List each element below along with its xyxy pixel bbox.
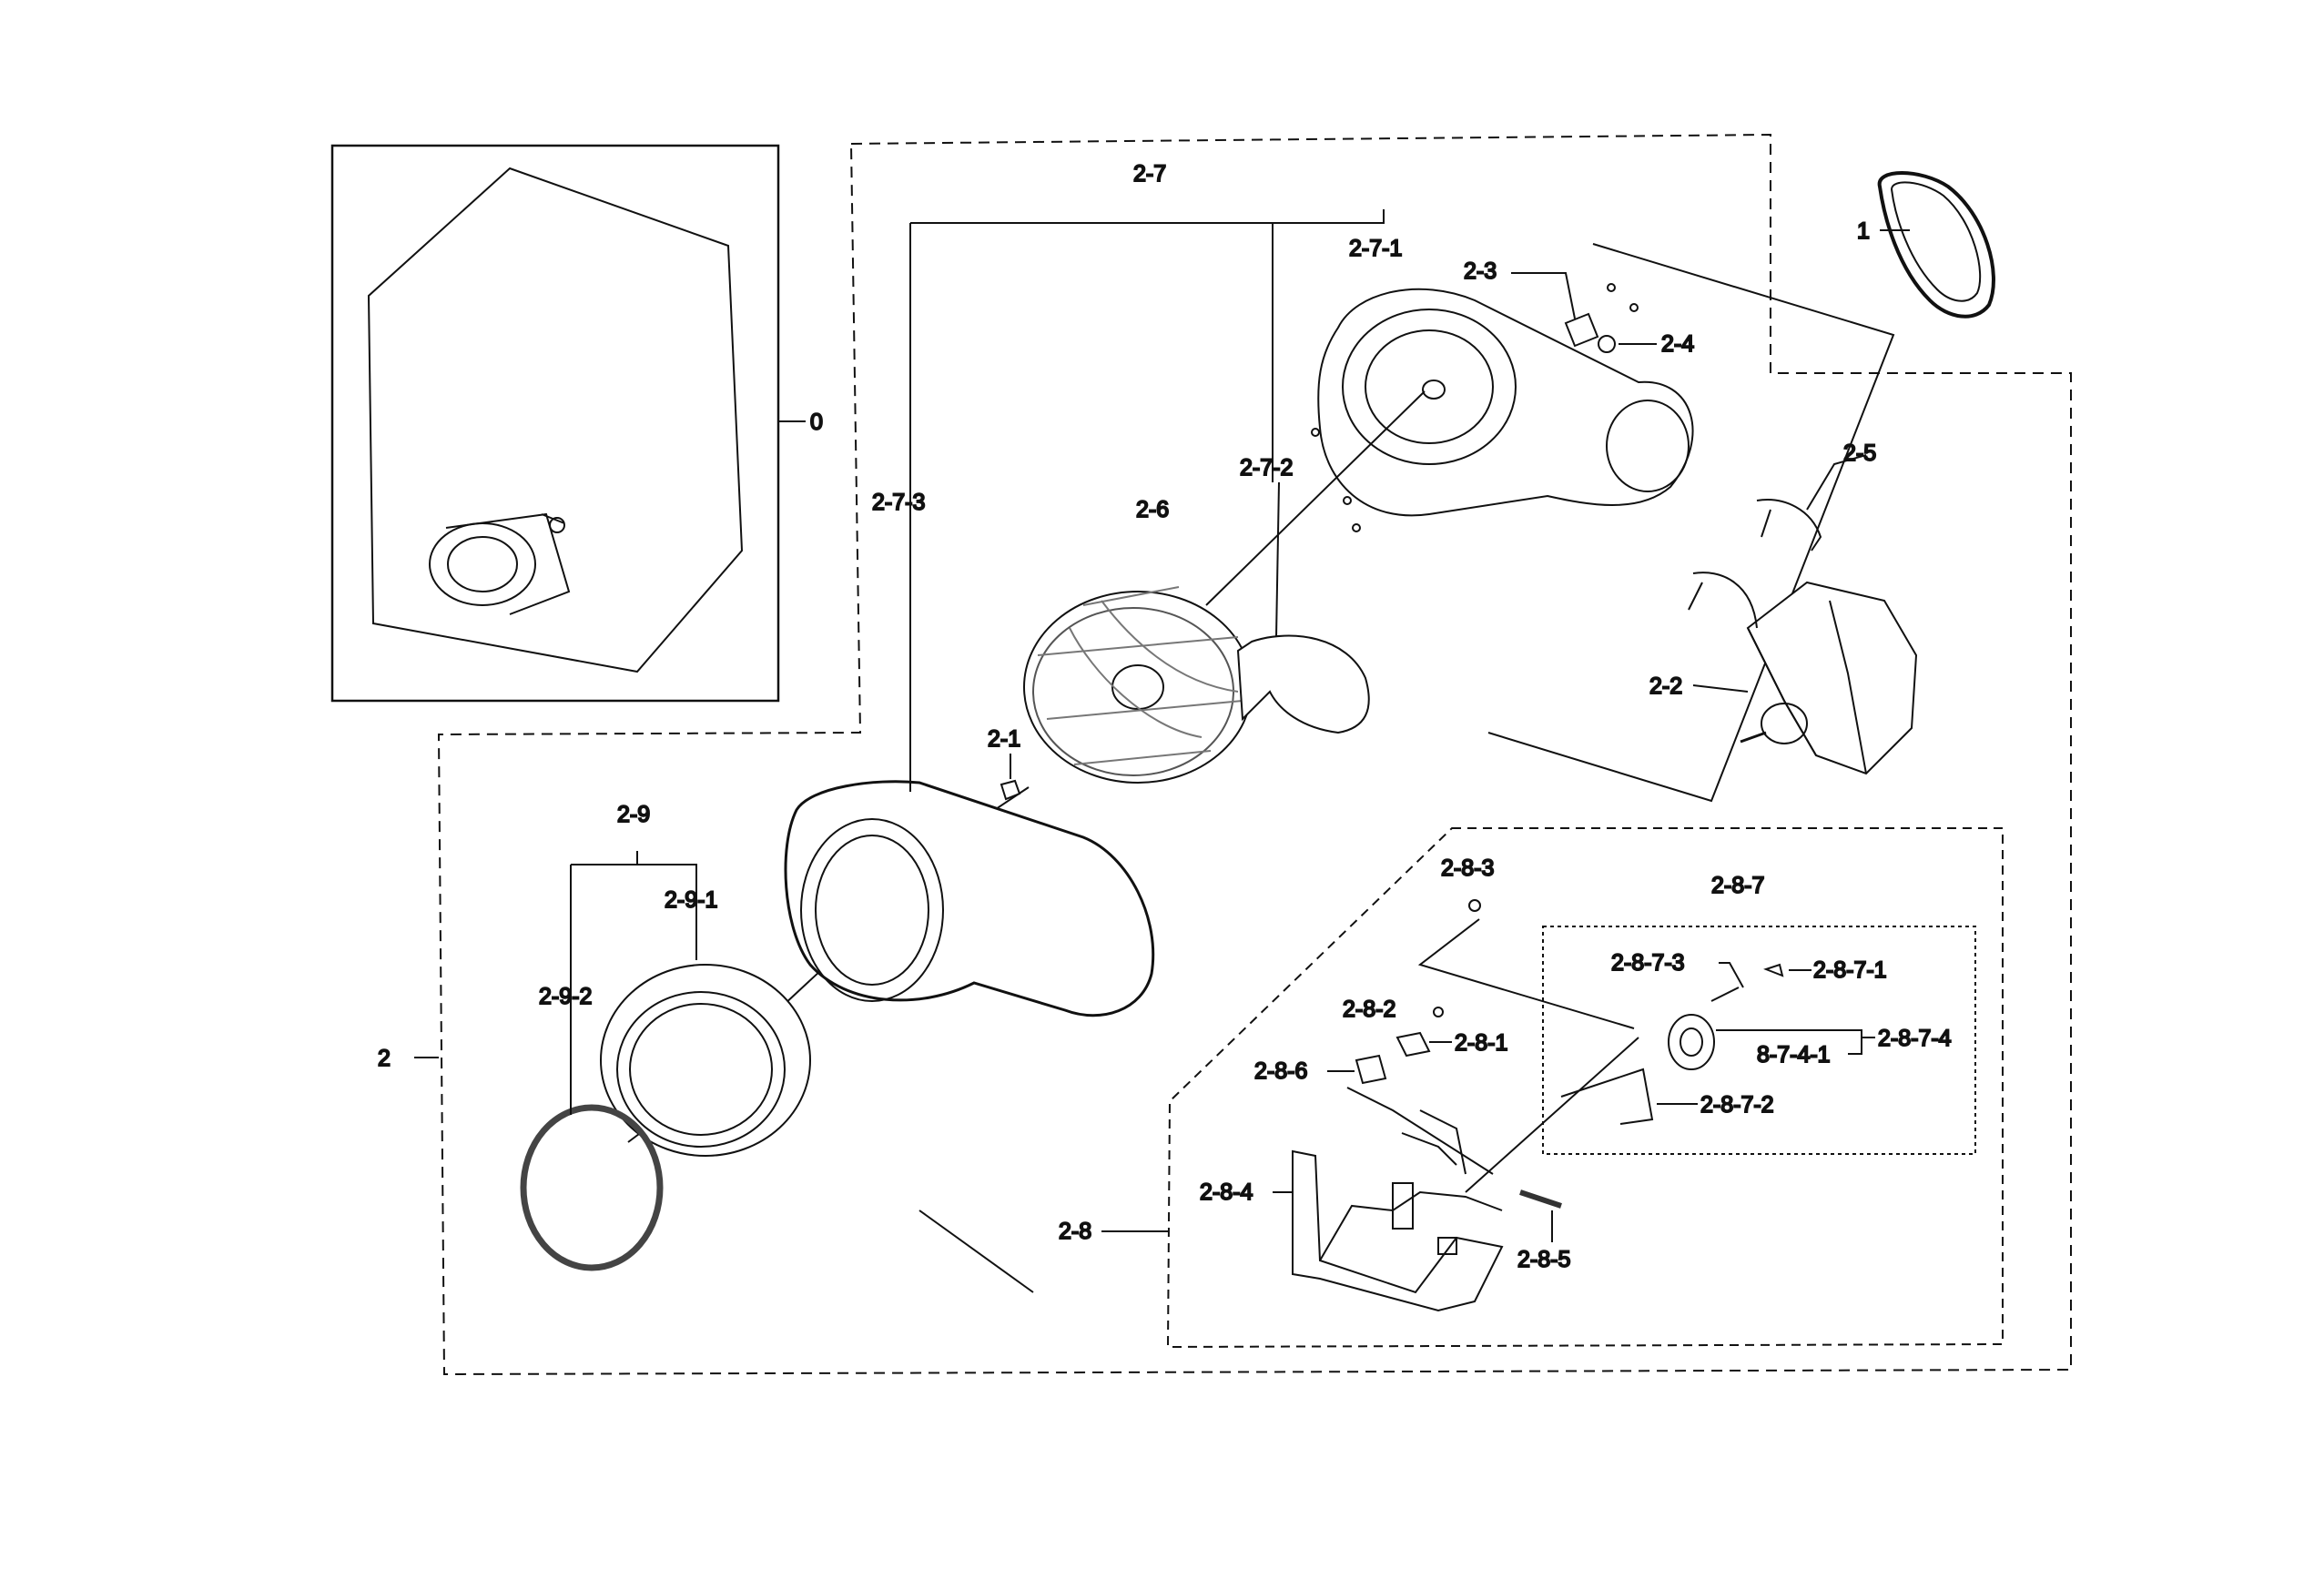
group-2-8-7-boundary: [1542, 926, 1976, 1155]
duct-part: [1236, 634, 1370, 734]
label-2-3: 2-3: [1464, 258, 1497, 284]
clip-part: [1688, 499, 1822, 629]
leader-2-8-7-3: [1719, 962, 1744, 988]
motor-part: [1740, 581, 1918, 775]
bracket-2-7: [909, 209, 1385, 792]
motor-shelf: [1487, 243, 1895, 803]
label-0: 0: [810, 410, 823, 435]
label-2-7-2: 2-7-2: [1240, 455, 1293, 481]
blower-housing-rear: [1317, 288, 1694, 517]
label-2-8-7-4: 2-8-7-4: [1878, 1026, 1952, 1051]
label-2-8-7-3: 2-8-7-3: [1611, 950, 1685, 976]
label-2-6: 2-6: [1136, 497, 1169, 522]
label-2-1: 2-1: [988, 726, 1020, 752]
assembly-line-h: [1465, 1037, 1639, 1193]
label-8-7-4-1: 8-7-4-1: [1757, 1042, 1831, 1068]
leader-2-8-7-4: [1716, 1029, 1875, 1055]
assembly-line-a: [1205, 390, 1426, 606]
nut-part: [1000, 779, 1021, 801]
gasket-part: [520, 1104, 664, 1271]
label-2-8-5: 2-8-5: [1517, 1247, 1570, 1272]
label-1: 1: [1857, 218, 1870, 244]
leader-2-3: [1511, 272, 1576, 319]
spring-part: [1519, 1189, 1562, 1209]
switch-parts: [1355, 899, 1481, 1085]
label-2-8-7-2: 2-8-7-2: [1700, 1092, 1774, 1118]
belt-part: [1877, 171, 1995, 319]
assembly-line-e: [918, 1210, 1034, 1293]
impeller-part: [1023, 586, 1253, 784]
leader-2-5: [1806, 454, 1867, 511]
bracket-2-9: [570, 864, 697, 1115]
leader-2-2: [1692, 684, 1749, 693]
label-2-8-3: 2-8-3: [1441, 855, 1494, 881]
label-2-9-2: 2-9-2: [539, 984, 592, 1009]
bracket-assembly-part: [1292, 1109, 1504, 1312]
inlet-ring-part: [600, 964, 811, 1157]
overview-inset: [330, 144, 780, 703]
leader-2-7-2: [1275, 481, 1280, 638]
label-2-9: 2-9: [617, 802, 650, 827]
label-2-8-6: 2-8-6: [1254, 1058, 1307, 1084]
label-2-5: 2-5: [1843, 440, 1876, 466]
label-2-8: 2-8: [1059, 1219, 1091, 1244]
label-2-2: 2-2: [1649, 673, 1682, 699]
blower-housing-front: [784, 780, 1155, 1017]
label-2-7-1: 2-7-1: [1349, 236, 1402, 261]
label-2-8-4: 2-8-4: [1200, 1179, 1253, 1205]
label-2-8-7: 2-8-7: [1711, 873, 1764, 898]
label-2-7: 2-7: [1133, 161, 1166, 187]
label-2-8-7-1: 2-8-7-1: [1813, 957, 1887, 983]
label-2-8-2: 2-8-2: [1343, 997, 1395, 1022]
pulley-parts: [1560, 963, 1784, 1125]
label-2-7-3: 2-7-3: [872, 490, 925, 515]
label-2-4: 2-4: [1661, 331, 1694, 357]
label-2: 2: [378, 1046, 391, 1071]
assembly-line-g: [1346, 1087, 1494, 1175]
label-2-8-1: 2-8-1: [1455, 1030, 1507, 1056]
label-2-9-1: 2-9-1: [665, 887, 717, 913]
assembly-line-f: [1417, 918, 1635, 1029]
bracket-screws: [1311, 283, 1639, 532]
